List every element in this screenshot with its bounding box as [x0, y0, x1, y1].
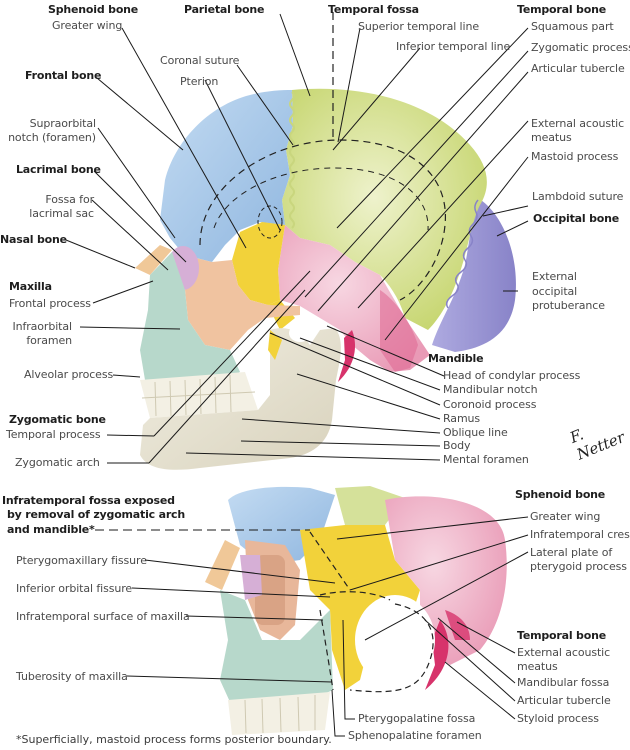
lacrimal-lower	[240, 555, 262, 600]
maxilla	[140, 252, 240, 388]
heading-temporal-fossa: Temporal fossa	[328, 3, 419, 16]
infratemporal-fossa-hole	[355, 595, 435, 685]
nasal-lower	[205, 540, 240, 590]
label-mandibular-fossa: Mandibular fossa	[517, 676, 610, 689]
label-zygomatic-arch: Zygomatic arch	[15, 456, 100, 469]
label-coronoid-process: Coronoid process	[443, 398, 537, 411]
heading-occipital-bone: Occipital bone	[533, 212, 620, 225]
label-frontal-process: Frontal process	[9, 297, 91, 310]
label-infratemporal-surface: Infratemporal surface of maxilla	[16, 610, 190, 623]
lower-title-line-2: by removal of zygomatic arch	[7, 508, 186, 521]
mastoid-process	[380, 290, 418, 372]
heading-zygomatic-bone: Zygomatic bone	[9, 413, 106, 426]
lower-title-line-3: and mandible*	[7, 523, 95, 536]
lambdoid-suture	[445, 199, 479, 309]
label-sphenopalatine-foramen: Sphenopalatine foramen	[348, 729, 482, 742]
label-supraorbital-1: Supraorbital	[29, 117, 97, 130]
label-external-acoustic-lower-2: meatus	[517, 660, 558, 673]
heading-temporal-bone: Temporal bone	[517, 3, 606, 16]
label-mastoid-process: Mastoid process	[531, 150, 619, 163]
label-ramus: Ramus	[443, 412, 481, 425]
styloid-process	[338, 330, 356, 382]
heading-maxilla: Maxilla	[9, 280, 52, 293]
label-pterion: Pterion	[180, 75, 219, 88]
label-head-condylar: Head of condylar process	[443, 369, 581, 382]
heading-mandible: Mandible	[428, 352, 484, 365]
external-acoustic-meatus-hole	[289, 324, 311, 342]
label-superior-temporal-line: Superior temporal line	[358, 20, 480, 33]
label-infraorbital-2: foramen	[26, 334, 72, 347]
teeth-lower	[228, 692, 330, 735]
mandible	[140, 328, 341, 470]
label-infraorbital-1: Infraorbital	[12, 320, 72, 333]
heading-sphenoid-bone-lower: Sphenoid bone	[515, 488, 606, 501]
label-oblique-line: Oblique line	[443, 426, 508, 439]
label-temporal-process: Temporal process	[6, 428, 101, 441]
label-alveolar-process: Alveolar process	[24, 368, 114, 381]
label-fossa-lacrimal-2: lacrimal sac	[29, 207, 94, 220]
heading-lacrimal-bone: Lacrimal bone	[16, 163, 101, 176]
upper-leader-lines	[65, 13, 529, 464]
boundary-dash-lower	[309, 531, 351, 591]
label-external-acoustic-2: meatus	[531, 131, 572, 144]
infratemporal-fossa-outline	[319, 591, 434, 693]
lower-title-line-1: Infratemporal fossa exposed	[2, 494, 175, 507]
label-styloid-process: Styloid process	[517, 712, 599, 725]
sphenoid-lower	[300, 525, 420, 690]
label-zygomatic-process: Zygomatic process	[531, 41, 630, 54]
label-inferior-temporal-line: Inferior temporal line	[396, 40, 511, 53]
footnote: *Superficially, mastoid process forms po…	[16, 733, 332, 746]
label-external-acoustic-1: External acoustic	[531, 117, 625, 130]
label-lambdoid-suture: Lambdoid suture	[532, 190, 624, 203]
heading-frontal-bone: Frontal bone	[25, 69, 102, 82]
label-tuberosity-maxilla: Tuberosity of maxilla	[16, 670, 128, 683]
label-body: Body	[443, 439, 471, 452]
label-inferior-orbital-fissure: Inferior orbital fissure	[16, 582, 133, 595]
label-mental-foramen: Mental foramen	[443, 453, 529, 466]
pterion-circle	[257, 205, 283, 239]
label-supraorbital-2: notch (foramen)	[8, 131, 96, 144]
label-squamous-part: Squamous part	[531, 20, 614, 33]
heading-parietal-bone: Parietal bone	[184, 3, 265, 16]
label-greater-wing: Greater wing	[52, 19, 123, 32]
temporal-accent-lower	[445, 610, 470, 640]
nasal-bone	[135, 245, 172, 275]
lower-skull	[205, 486, 507, 735]
occipital-bone	[432, 198, 516, 352]
label-articular-tubercle: Articular tubercle	[531, 62, 625, 75]
label-infratemporal-crest: Infratemporal crest	[530, 528, 630, 541]
heading-nasal-bone: Nasal bone	[0, 233, 67, 246]
temporal-bone-lower	[385, 496, 507, 665]
label-mandibular-notch: Mandibular notch	[443, 383, 538, 396]
zygomatic-bone	[185, 258, 300, 350]
label-pterygomaxillary-fissure: Pterygomaxillary fissure	[16, 554, 147, 567]
label-greater-wing-lower: Greater wing	[530, 510, 601, 523]
frontal-bone	[160, 90, 293, 262]
heading-temporal-bone-lower: Temporal bone	[517, 629, 606, 642]
label-lateral-plate-1: Lateral plate of	[530, 546, 613, 559]
label-articular-tubercle-lower: Articular tubercle	[517, 694, 611, 707]
label-lateral-plate-2: pterygoid process	[530, 560, 627, 573]
label-external-occipital-3: protuberance	[532, 299, 605, 312]
styloid-lower	[425, 620, 449, 690]
sphenoid-greater-wing	[232, 222, 285, 305]
label-coronal-suture: Coronal suture	[160, 54, 240, 67]
coronal-suture	[289, 91, 295, 229]
coronoid-process	[268, 330, 282, 360]
temporal-line-dashed	[199, 139, 446, 301]
lower-leader-lines	[95, 516, 529, 737]
label-external-occipital-2: occipital	[532, 285, 578, 298]
parietal-bone-lower	[335, 486, 405, 525]
heading-sphenoid-bone: Sphenoid bone	[48, 3, 139, 16]
label-external-occipital-1: External	[532, 270, 577, 283]
label-pterygopalatine-fossa: Pterygopalatine fossa	[358, 712, 476, 725]
label-external-acoustic-lower-1: External acoustic	[517, 646, 611, 659]
label-fossa-lacrimal-1: Fossa for	[45, 193, 94, 206]
upper-skull	[135, 12, 516, 470]
